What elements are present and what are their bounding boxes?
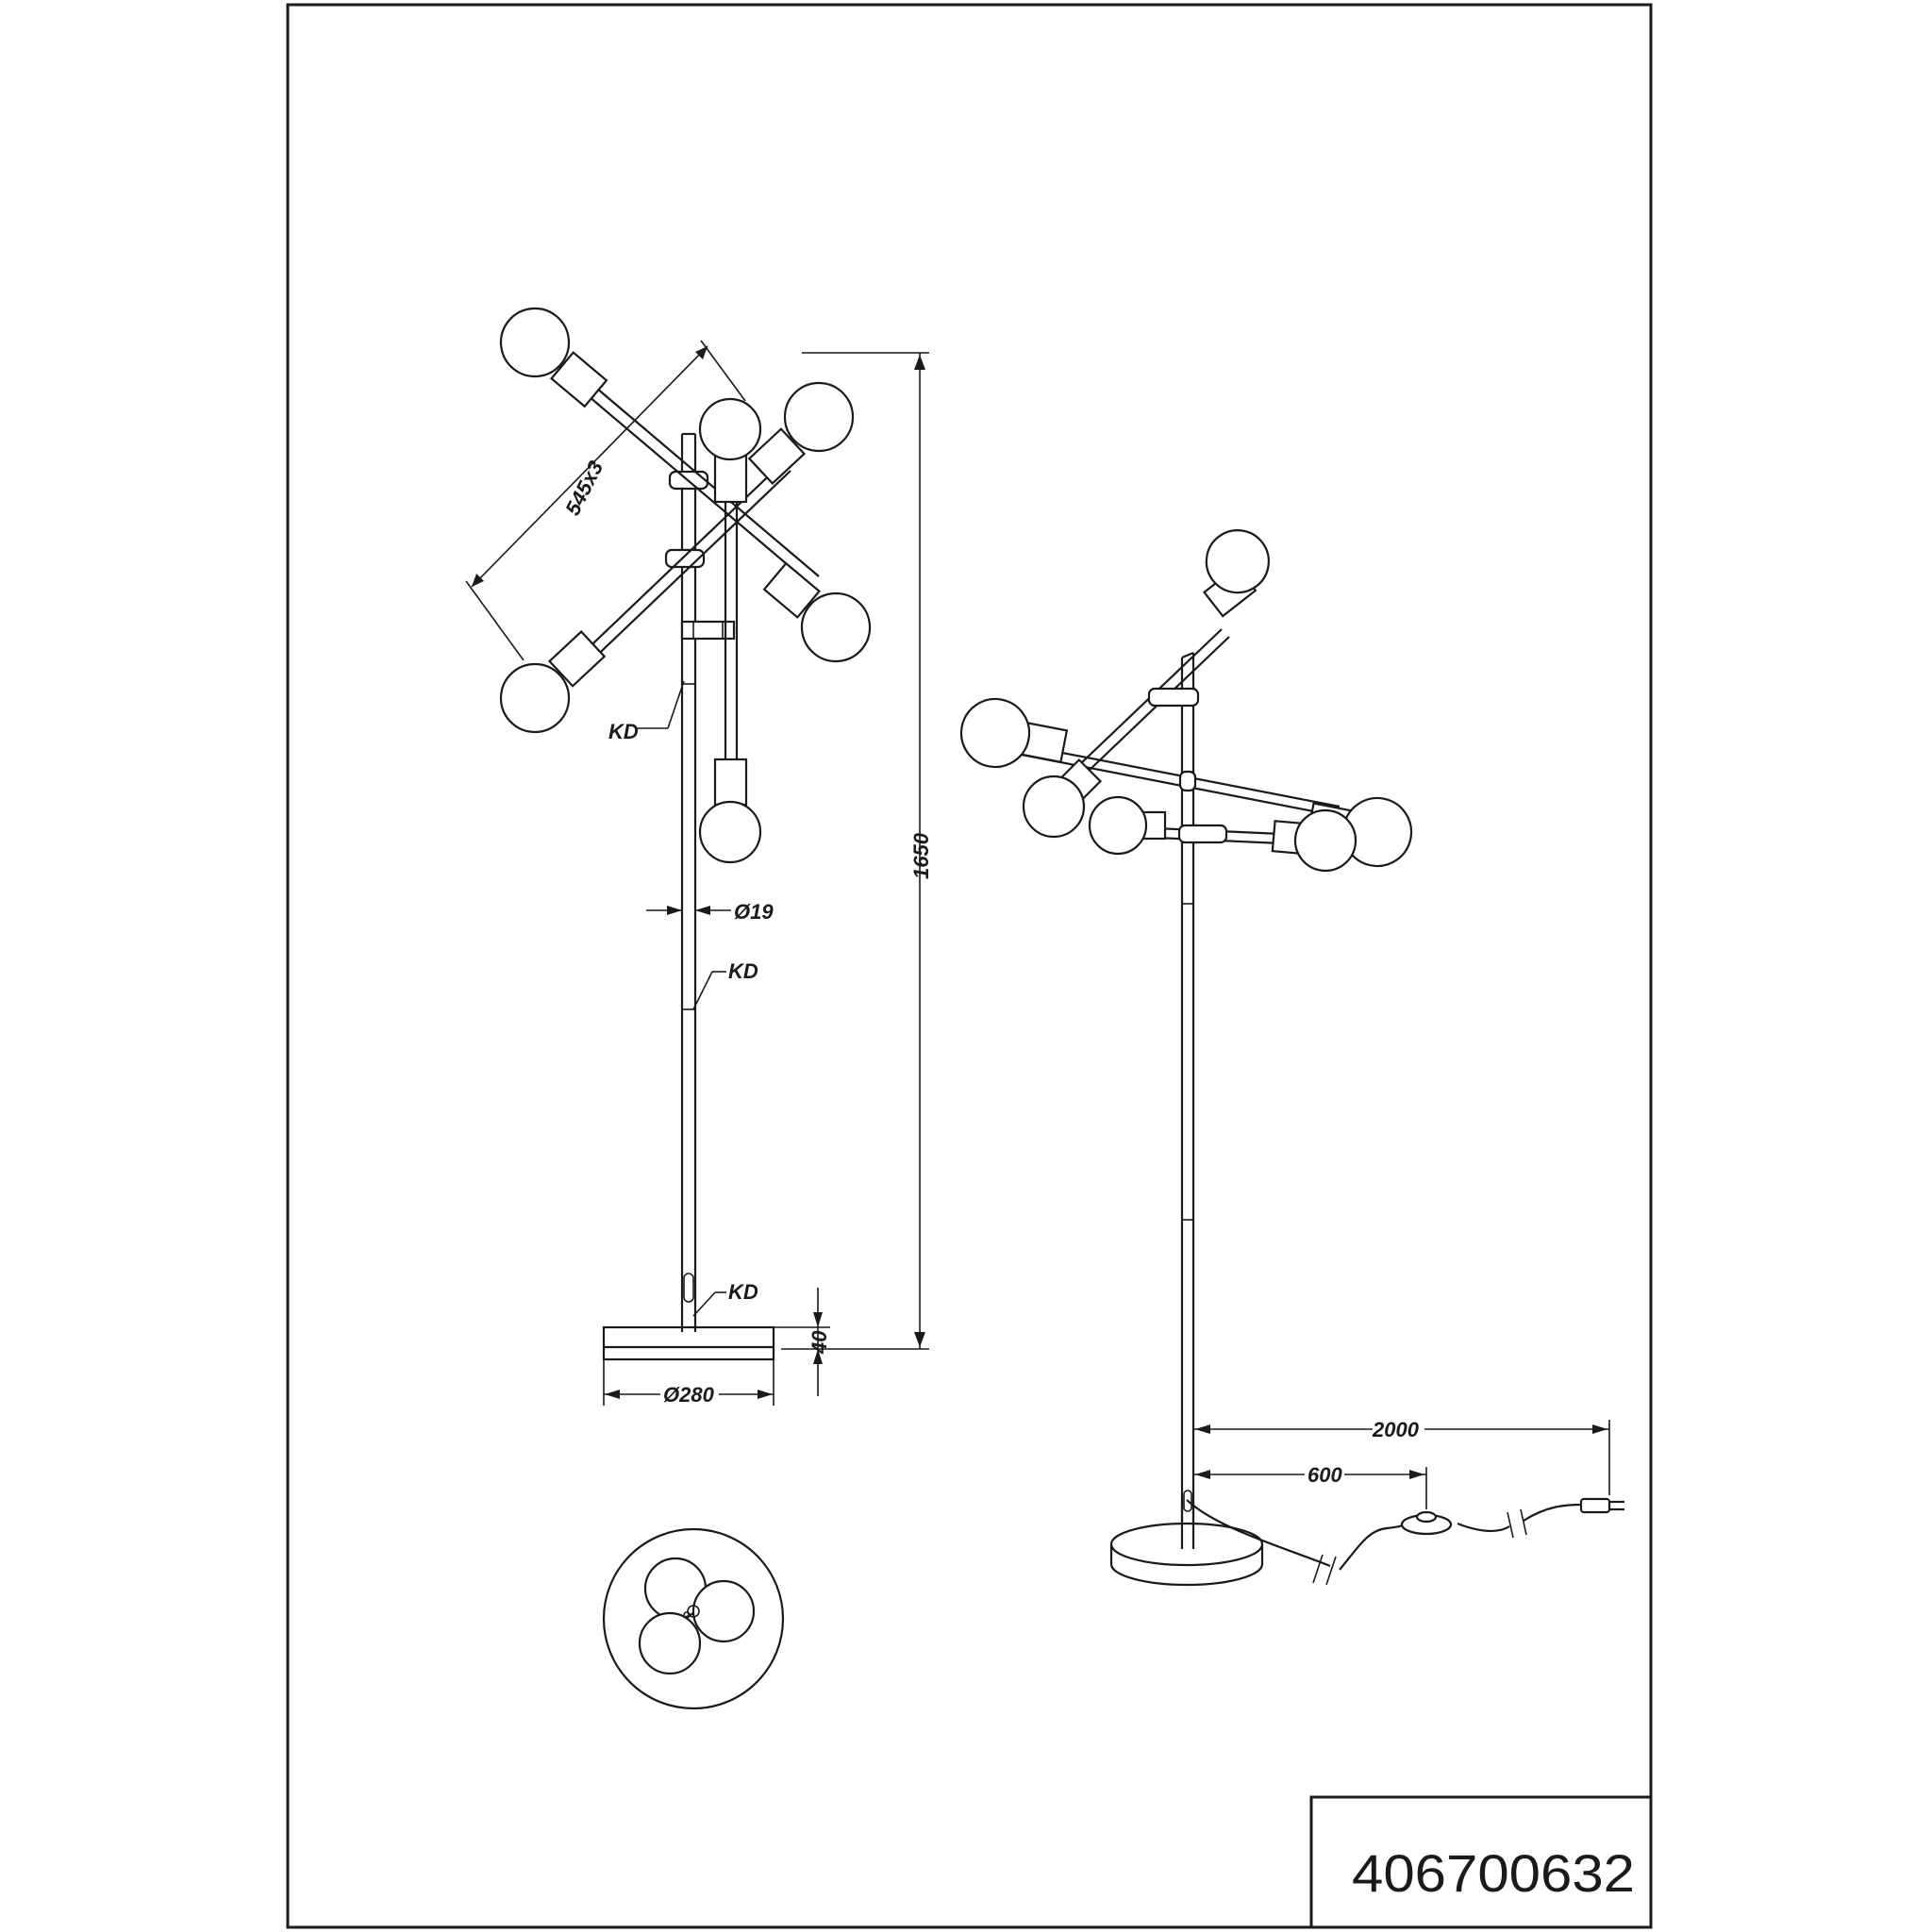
power-cable bbox=[1186, 1497, 1624, 1586]
dimension-tube-diameter: Ø19 bbox=[646, 900, 774, 924]
dimension-label: 1650 bbox=[909, 832, 933, 879]
lamp-arm bbox=[499, 381, 855, 734]
dimension-label: 600 bbox=[1307, 1463, 1342, 1487]
kd-label: KD bbox=[728, 1280, 758, 1304]
kd-callout: KD bbox=[608, 680, 685, 743]
lamp-pole bbox=[1180, 651, 1195, 1547]
drawing-frame bbox=[286, 3, 1653, 1929]
lamp-pole bbox=[680, 432, 697, 1332]
lamp-base bbox=[602, 1273, 775, 1361]
clamp-ring bbox=[1178, 770, 1197, 792]
dimension-label: Ø280 bbox=[663, 1383, 715, 1407]
footswitch bbox=[1400, 1510, 1453, 1536]
perspective-view: 2000 600 bbox=[959, 529, 1624, 1587]
kd-callout: KD bbox=[692, 1280, 758, 1317]
dimension-arm-length: 545x3 bbox=[465, 340, 746, 661]
lamp-arm bbox=[1088, 795, 1357, 873]
dimension-base-height: 40 bbox=[774, 1288, 831, 1396]
dimension-cable-length: 2000 bbox=[1192, 1418, 1610, 1495]
lamp-base bbox=[1109, 1490, 1264, 1587]
dimension-base-diameter: Ø280 bbox=[603, 1359, 774, 1407]
dimension-height: 1650 bbox=[781, 352, 933, 1350]
dimension-label: Ø19 bbox=[734, 900, 774, 924]
lamp-arm bbox=[499, 307, 872, 663]
kd-label: KD bbox=[728, 959, 758, 983]
dimension-switch-distance: 600 bbox=[1193, 1463, 1427, 1509]
lamp-arm bbox=[698, 397, 762, 864]
clamp-ring bbox=[680, 620, 736, 641]
dimension-label: 2000 bbox=[1372, 1418, 1420, 1441]
part-number: 406700632 bbox=[1352, 1843, 1635, 1903]
kd-label: KD bbox=[608, 720, 639, 743]
top-view bbox=[602, 1527, 785, 1710]
clamp-ring bbox=[1147, 687, 1200, 708]
dimension-label: 40 bbox=[808, 1330, 831, 1355]
clamp-ring bbox=[1177, 824, 1228, 844]
plug bbox=[1579, 1497, 1624, 1514]
kd-callout: KD bbox=[692, 959, 758, 1010]
title-block: 406700632 bbox=[1309, 1795, 1653, 1929]
front-view: 545x3 1650 Ø19 KD KD bbox=[465, 307, 933, 1407]
lamp-arm bbox=[1022, 529, 1270, 839]
